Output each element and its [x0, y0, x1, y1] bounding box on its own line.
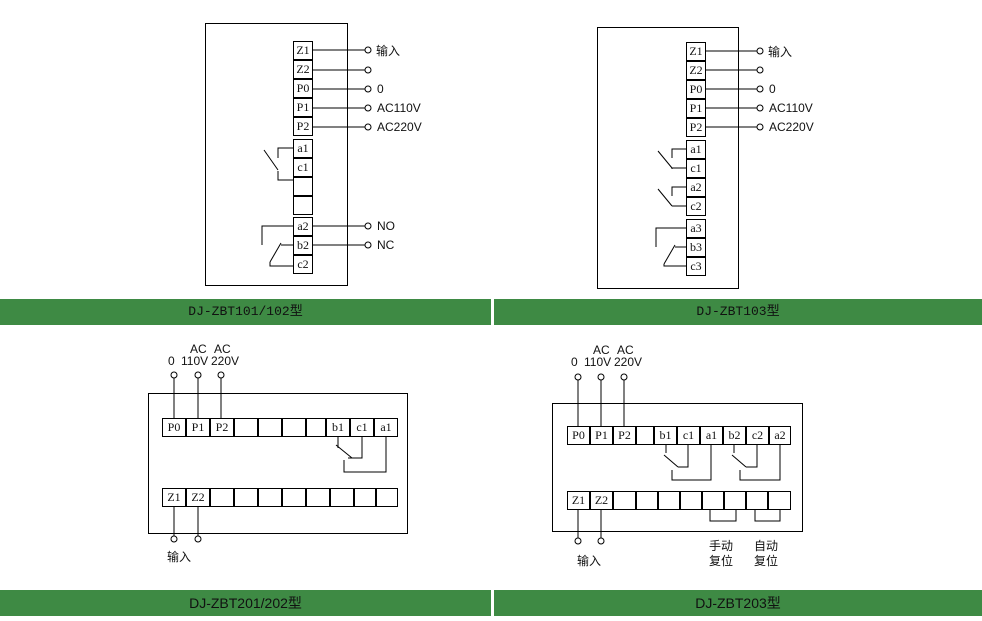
label-ac110v: AC110V: [769, 101, 813, 115]
terminal-c1: c1: [686, 159, 706, 178]
terminal-z1: Z1: [293, 41, 313, 60]
label-input: 输入: [577, 554, 602, 568]
terminal-blank: [293, 196, 313, 215]
terminal-c2: c2: [746, 426, 769, 445]
terminal-blank: [680, 491, 702, 510]
terminal-p0: P0: [567, 426, 590, 445]
terminal-a2: a2: [293, 217, 313, 236]
caption-zbt203: DJ-ZBT203型: [494, 590, 982, 616]
terminal-a1: a1: [700, 426, 723, 445]
label-ac220v: AC220V: [377, 120, 422, 134]
relay-housing: [552, 403, 803, 532]
terminal-blank: [234, 418, 258, 437]
terminal-p0: P0: [686, 80, 706, 99]
terminal-c1: c1: [677, 426, 700, 445]
terminal-c1: c1: [350, 418, 374, 437]
terminal-blank: [354, 488, 376, 507]
label-manual: 手动: [709, 539, 734, 553]
label-nc: NC: [377, 238, 395, 252]
relay-housing: [148, 393, 408, 534]
terminal-blank: [210, 488, 234, 507]
terminal-p2: P2: [686, 118, 706, 137]
terminal-blank: [330, 488, 354, 507]
label-zero: 0: [168, 354, 175, 368]
terminal-c2: c2: [293, 255, 313, 274]
terminal-blank: [306, 488, 330, 507]
caption-zbt201-202: DJ-ZBT201/202型: [0, 590, 491, 616]
terminal-z2: Z2: [186, 488, 210, 507]
terminal-c3: c3: [686, 257, 706, 276]
terminal-a2: a2: [769, 426, 791, 445]
label-input: 输入: [167, 550, 192, 564]
terminal-z1: Z1: [567, 491, 590, 510]
terminal-p2: P2: [613, 426, 636, 445]
label-220v: 220V: [614, 355, 643, 369]
terminal-z2: Z2: [590, 491, 613, 510]
terminal-c2: c2: [686, 197, 706, 216]
terminal-p1: P1: [186, 418, 210, 437]
caption-zbt101-102: DJ-ZBT101/102型: [0, 299, 491, 325]
label-ac: AC: [190, 342, 207, 356]
label-110v: 110V: [181, 354, 209, 368]
terminal-p0: P0: [293, 79, 313, 98]
label-110v: 110V: [584, 355, 612, 369]
label-220v: 220V: [211, 354, 240, 368]
terminal-p1: P1: [590, 426, 613, 445]
terminal-a1: a1: [374, 418, 398, 437]
label-no: NO: [377, 219, 395, 233]
terminal-z1: Z1: [686, 42, 706, 61]
terminal-z2: Z2: [686, 61, 706, 80]
terminal-c1: c1: [293, 158, 313, 177]
label-ac: AC: [617, 343, 634, 357]
terminal-a1: a1: [293, 139, 313, 158]
terminal-blank: [636, 491, 658, 510]
relay-housing: [205, 23, 348, 286]
terminal-p0: P0: [162, 418, 186, 437]
label-input: 输入: [768, 45, 793, 59]
terminal-a2: a2: [686, 178, 706, 197]
label-reset: 复位: [754, 554, 779, 568]
label-ac: AC: [593, 343, 610, 357]
terminal-p1: P1: [293, 98, 313, 117]
terminal-blank: [258, 488, 282, 507]
label-ac110v: AC110V: [377, 101, 421, 115]
label-ac220v: AC220V: [769, 120, 814, 134]
terminal-b2: b2: [723, 426, 746, 445]
terminal-a3: a3: [686, 219, 706, 238]
terminal-blank: [746, 491, 768, 510]
label-reset: 复位: [709, 554, 734, 568]
terminal-b2: b2: [293, 236, 313, 255]
terminal-blank: [613, 491, 636, 510]
terminal-blank: [376, 488, 398, 507]
terminal-p1: P1: [686, 99, 706, 118]
terminal-blank: [282, 418, 306, 437]
terminal-blank: [702, 491, 724, 510]
terminal-z2: Z2: [293, 60, 313, 79]
relay-housing: [597, 27, 739, 289]
terminal-b3: b3: [686, 238, 706, 257]
label-ac: AC: [214, 342, 231, 356]
label-input: 输入: [376, 44, 401, 58]
terminal-blank: [768, 491, 791, 510]
terminal-blank: [234, 488, 258, 507]
label-zero: 0: [769, 82, 776, 96]
terminal-p2: P2: [210, 418, 234, 437]
label-zero: 0: [571, 355, 578, 369]
label-zero: 0: [377, 82, 384, 96]
terminal-blank: [306, 418, 326, 437]
terminal-blank: [293, 177, 313, 196]
label-auto: 自动: [754, 539, 779, 553]
terminal-z1: Z1: [162, 488, 186, 507]
terminal-b1: b1: [654, 426, 677, 445]
terminal-blank: [636, 426, 654, 445]
terminal-a1: a1: [686, 140, 706, 159]
terminal-b1: b1: [326, 418, 350, 437]
terminal-blank: [258, 418, 282, 437]
terminal-blank: [282, 488, 306, 507]
terminal-blank: [724, 491, 746, 510]
caption-zbt103: DJ-ZBT103型: [494, 299, 982, 325]
terminal-p2: P2: [293, 117, 313, 136]
terminal-blank: [658, 491, 680, 510]
